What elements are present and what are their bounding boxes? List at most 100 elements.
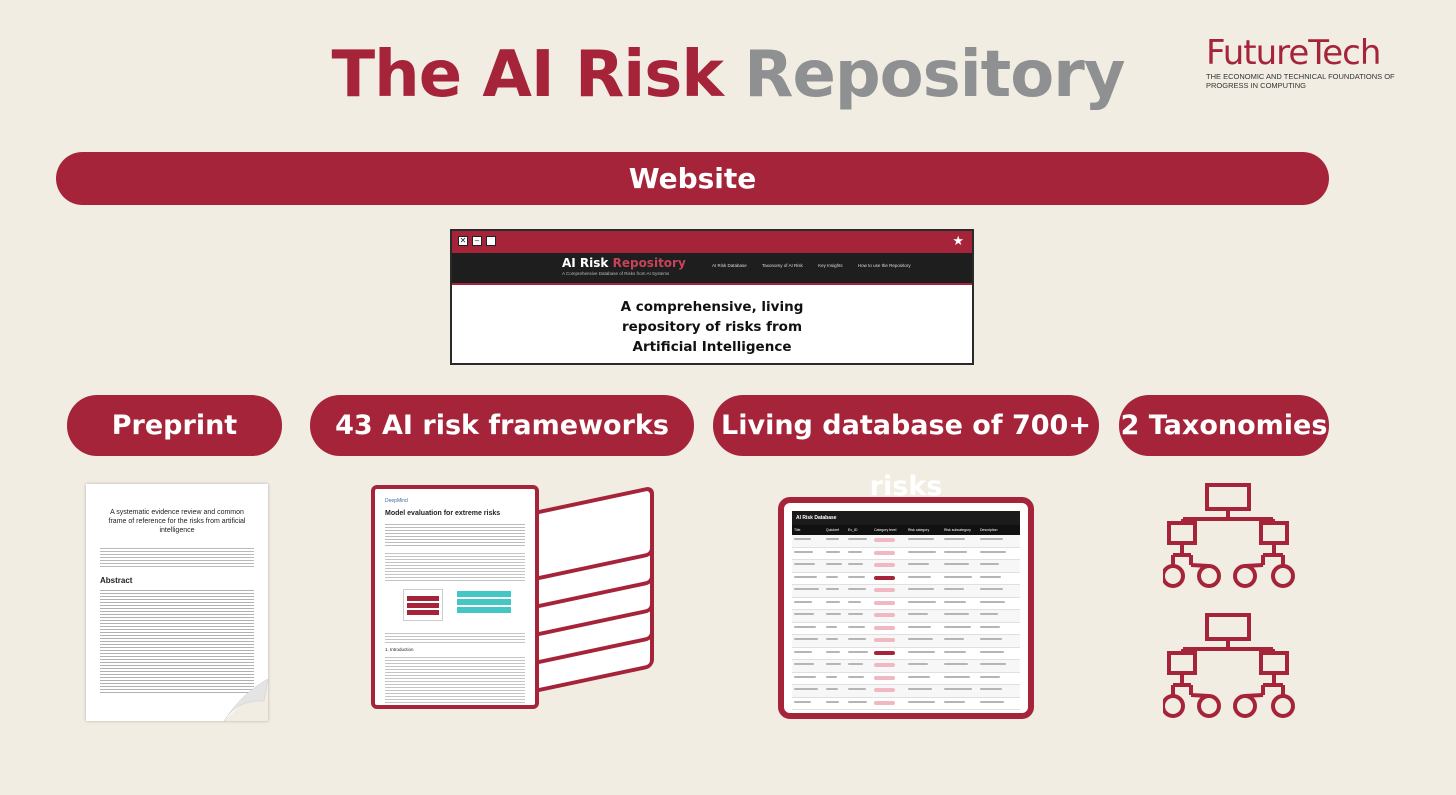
- table-cell: [872, 585, 906, 597]
- paper-title: Model evaluation for extreme risks: [385, 510, 501, 517]
- hierarchy-icon: [1163, 483, 1295, 588]
- table-cell: [906, 660, 942, 672]
- site-header: AI Risk Repository A Comprehensive Datab…: [452, 253, 972, 285]
- hero-line: Artificial Intelligence: [632, 339, 792, 355]
- header-rule: [452, 283, 972, 285]
- title-part-1: The AI Risk: [331, 38, 723, 112]
- preprint-pill: Preprint: [67, 395, 282, 456]
- table-cell: [846, 660, 872, 672]
- table-cell: [846, 573, 872, 585]
- database-rows: [792, 535, 1020, 710]
- table-cell: [906, 685, 942, 697]
- table-cell: [872, 673, 906, 685]
- table-cell: [906, 598, 942, 610]
- preprint-title-line: A systematic evidence review and common: [110, 509, 244, 516]
- table-cell: [846, 598, 872, 610]
- site-nav-item[interactable]: Key Insights: [818, 263, 843, 268]
- site-name-part-2: Repository: [612, 256, 686, 270]
- table-cell: [846, 610, 872, 622]
- website-banner: Website: [56, 152, 1329, 205]
- table-cell: [978, 535, 1012, 547]
- table-cell: [872, 623, 906, 635]
- table-cell: [872, 535, 906, 547]
- table-cell: [978, 648, 1012, 660]
- preprint-title-line: intelligence: [159, 527, 195, 534]
- table-cell: [872, 685, 906, 697]
- table-cell: [942, 573, 978, 585]
- column-header: Title: [794, 528, 801, 532]
- table-cell: [978, 623, 1012, 635]
- table-cell: [872, 548, 906, 560]
- table-cell: [846, 685, 872, 697]
- table-cell: [792, 610, 824, 622]
- browser-title-bar: ✕ – ★: [452, 231, 972, 253]
- logo-tagline: THE ECONOMIC AND TECHNICAL FOUNDATIONS O…: [1206, 72, 1395, 90]
- table-row: [792, 685, 1020, 698]
- table-cell: [824, 573, 846, 585]
- column-header: Risk category: [908, 528, 930, 532]
- hero-line: repository of risks from: [621, 319, 803, 335]
- table-cell: [846, 698, 872, 710]
- table-cell: [846, 535, 872, 547]
- table-cell: [824, 598, 846, 610]
- table-row: [792, 635, 1020, 648]
- table-cell: [792, 673, 824, 685]
- table-cell: [906, 548, 942, 560]
- table-cell: [824, 548, 846, 560]
- table-cell: [872, 560, 906, 572]
- column-header: Ev_ID: [848, 528, 858, 532]
- table-cell: [978, 610, 1012, 622]
- table-cell: [792, 660, 824, 672]
- window-minimize-icon: –: [472, 236, 482, 246]
- page-curl-icon: [224, 679, 268, 721]
- table-cell: [978, 560, 1012, 572]
- site-nav-item[interactable]: Taxonomy of AI Risk: [762, 263, 803, 268]
- preprint-authors: [100, 546, 254, 568]
- paper-publisher: DeepMind: [385, 498, 408, 504]
- table-cell: [906, 560, 942, 572]
- table-cell: [942, 610, 978, 622]
- window-close-icon: ✕: [458, 236, 468, 246]
- frameworks-pill: 43 AI risk frameworks: [310, 395, 694, 456]
- paper-text: [385, 551, 525, 581]
- table-cell: [906, 698, 942, 710]
- paper-figure-right: [457, 589, 511, 625]
- table-cell: [846, 623, 872, 635]
- paper-authors: [385, 522, 525, 546]
- table-row: [792, 572, 1020, 585]
- hierarchy-icon: [1163, 613, 1295, 718]
- table-row: [792, 610, 1020, 623]
- table-row: [792, 535, 1020, 548]
- table-cell: [846, 585, 872, 597]
- table-cell: [942, 585, 978, 597]
- table-cell: [792, 698, 824, 710]
- table-cell: [906, 573, 942, 585]
- table-cell: [942, 698, 978, 710]
- paper-body: [385, 655, 525, 705]
- database-header-row: Title Quickref Ev_ID Category level Risk…: [792, 525, 1020, 535]
- table-cell: [942, 685, 978, 697]
- site-hero: A comprehensive, living repository of ri…: [452, 283, 972, 357]
- table-cell: [942, 648, 978, 660]
- table-cell: [906, 623, 942, 635]
- site-nav-item[interactable]: AI Risk Database: [712, 263, 747, 268]
- table-cell: [872, 610, 906, 622]
- table-cell: [792, 535, 824, 547]
- column-header: Quickref: [826, 528, 840, 532]
- site-nav-item[interactable]: How to use the Repository: [857, 263, 911, 268]
- paper-figure-left: [403, 589, 443, 621]
- star-icon: ★: [952, 233, 964, 248]
- preprint-abstract-heading: Abstract: [100, 576, 133, 585]
- window-maximize-icon: [486, 236, 496, 246]
- preprint-title: A systematic evidence review and common …: [94, 508, 260, 535]
- site-nav: AI Risk Database Taxonomy of AI Risk Key…: [712, 263, 911, 268]
- site-name-part-1: AI Risk: [562, 256, 609, 270]
- table-cell: [792, 635, 824, 647]
- logo-brand: FutureTech: [1206, 33, 1381, 73]
- table-row: [792, 547, 1020, 560]
- table-row: [792, 647, 1020, 660]
- site-name: AI Risk Repository: [562, 256, 686, 270]
- column-header: Risk subcategory: [944, 528, 971, 532]
- table-cell: [824, 685, 846, 697]
- table-cell: [792, 685, 824, 697]
